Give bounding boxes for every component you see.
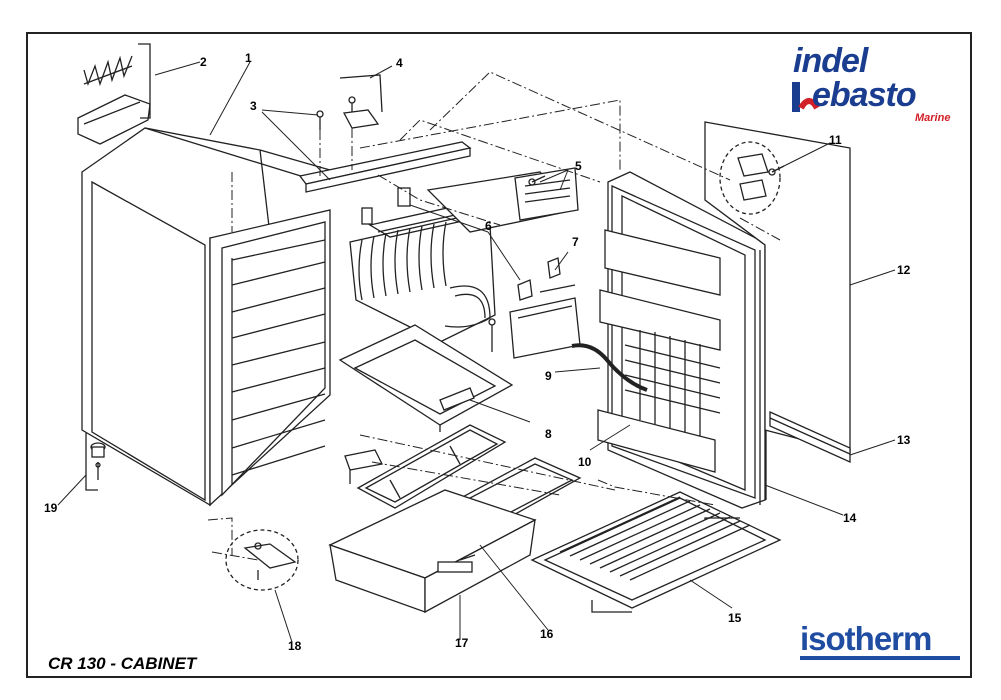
assembly-guide-lines [207, 71, 781, 561]
callout-17: 17 [455, 636, 469, 650]
callout-4: 4 [396, 56, 403, 70]
callout-5: 5 [575, 159, 582, 173]
callout-19: 19 [44, 501, 58, 515]
callout-10: 10 [578, 455, 592, 469]
callout-7: 7 [572, 235, 579, 249]
door-rail [769, 410, 851, 464]
isotherm-logo-underline [800, 656, 960, 660]
callout-16: 16 [540, 627, 554, 641]
freezer-shelf [426, 167, 579, 233]
indel-logo: indel [793, 42, 868, 80]
callout-18: 18 [288, 639, 302, 653]
evaporator [349, 187, 561, 352]
top-hinge-bar [298, 110, 472, 193]
drawing-title: CR 130 - CABINET [48, 654, 197, 673]
bottom-hinge [225, 449, 383, 591]
webasto-logo: ebasto [812, 76, 917, 114]
callout-2: 2 [200, 55, 207, 69]
callout-14: 14 [843, 511, 857, 525]
callout-15: 15 [728, 611, 742, 625]
hinge-part [339, 74, 383, 129]
cabinet-body [81, 127, 331, 507]
door-handle [571, 343, 648, 392]
ice-tray [77, 43, 151, 145]
callout-9: 9 [545, 369, 552, 383]
callout-8: 8 [545, 427, 552, 441]
marine-logo-text: Marine [915, 112, 951, 124]
callout-13: 13 [897, 433, 911, 447]
callout-3: 3 [250, 99, 257, 113]
callout-1: 1 [245, 51, 252, 65]
callout-6: 6 [485, 219, 492, 233]
webasto-logo-mark [792, 82, 820, 112]
adjustable-foot [85, 433, 106, 491]
latch-detail [719, 141, 785, 215]
leader-lines [57, 61, 896, 643]
isotherm-logo: isotherm [800, 620, 932, 657]
glass-shelf-upper [356, 424, 507, 509]
drip-tray [338, 324, 514, 432]
callout-12: 12 [897, 263, 911, 277]
crisper-bin [328, 489, 537, 614]
wire-shelf [530, 491, 782, 613]
callout-11: 11 [829, 133, 842, 147]
